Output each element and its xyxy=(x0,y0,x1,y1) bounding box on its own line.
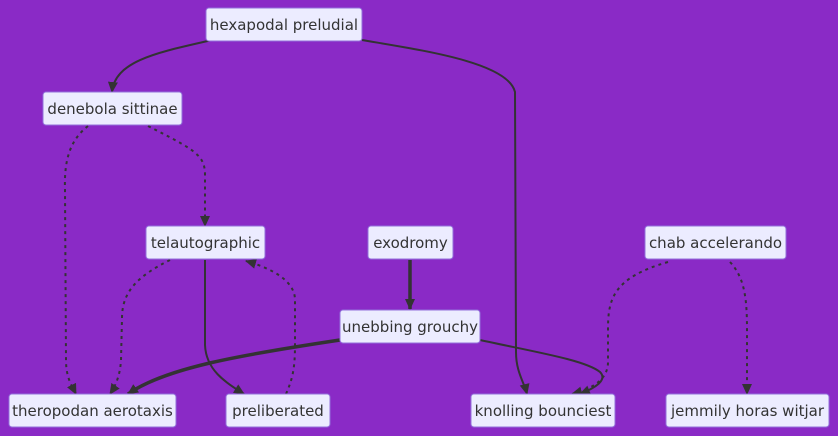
edge-telauto-to-preliberated xyxy=(204,260,245,395)
node-label: jemmily horas witjar xyxy=(670,402,825,420)
node-label: theropodan aerotaxis xyxy=(12,402,173,420)
node-label: telautographic xyxy=(151,234,260,252)
node-chab-accelerando[interactable]: chab accelerando xyxy=(644,225,787,260)
node-preliberated[interactable]: preliberated xyxy=(225,393,331,428)
edge-unebbing-to-theropodan xyxy=(126,338,341,396)
node-hexapodal-preludial[interactable]: hexapodal preludial xyxy=(205,7,363,42)
node-label: knolling bounciest xyxy=(475,402,612,420)
node-label: chab accelerando xyxy=(649,234,782,252)
nodes: hexapodal preludial denebola sittinae te… xyxy=(8,7,830,428)
edge-chab-to-knolling xyxy=(571,261,669,397)
edges xyxy=(63,39,752,397)
node-exodromy[interactable]: exodromy xyxy=(367,225,454,260)
edge-denebola-to-theropodan xyxy=(63,125,89,395)
node-unebbing-grouchy[interactable]: unebbing grouchy xyxy=(339,309,481,344)
node-knolling-bounciest[interactable]: knolling bounciest xyxy=(470,393,616,428)
edge-chab-to-jemmily xyxy=(729,261,752,395)
node-label: preliberated xyxy=(232,402,324,420)
edge-hexapodal-to-denebola xyxy=(107,39,213,93)
node-label: exodromy xyxy=(373,234,448,252)
node-label: unebbing grouchy xyxy=(342,318,478,336)
edge-preliberated-to-telauto xyxy=(245,259,296,395)
edge-hexapodal-to-knolling xyxy=(361,39,530,395)
node-telautographic[interactable]: telautographic xyxy=(145,225,266,260)
edge-denebola-to-telauto xyxy=(147,125,210,227)
node-theropodan-aerotaxis[interactable]: theropodan aerotaxis xyxy=(8,393,177,428)
node-denebola-sittinae[interactable]: denebola sittinae xyxy=(42,91,183,126)
node-label: denebola sittinae xyxy=(47,100,177,118)
node-label: hexapodal preludial xyxy=(210,16,358,34)
edge-unebbing-to-knolling xyxy=(479,339,604,395)
node-jemmily-horas-witjar[interactable]: jemmily horas witjar xyxy=(665,393,830,428)
edge-telauto-to-theropodan xyxy=(109,259,171,395)
